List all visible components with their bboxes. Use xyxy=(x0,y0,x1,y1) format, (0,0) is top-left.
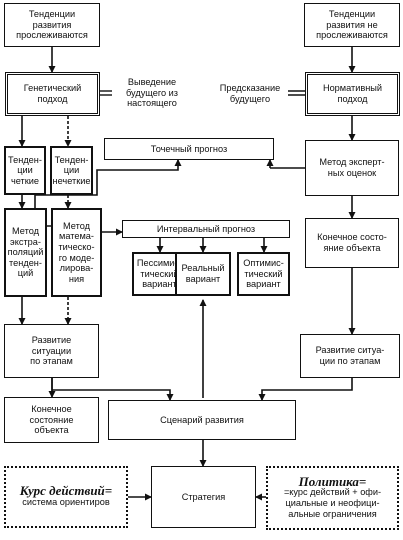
node-extrapolation-method: Метод экстра- поляций тенден- ций xyxy=(4,208,47,297)
arrow-situation-right-to-scenario xyxy=(258,378,353,401)
course-text: система ориентиров xyxy=(22,497,110,507)
node-real-variant: Реальный вариант xyxy=(175,252,231,296)
arrow-extrap-to-point xyxy=(34,159,182,210)
node-course-of-action: Курс действий= система ориентиров xyxy=(4,466,128,528)
node-trends-not-traced: Тенденции развития не прослеживаются xyxy=(304,3,400,47)
node-interval-forecast: Интервальный прогноз xyxy=(122,220,290,238)
node-strategy: Стратегия xyxy=(151,466,256,528)
node-genetic-approach: Генетический подход xyxy=(5,72,100,116)
node-derive-future: Выведение будущего из настоящего xyxy=(112,70,192,116)
course-title: Курс действий= xyxy=(19,483,113,499)
node-math-modeling-method: Метод матема- тическо- го моде- лирова- … xyxy=(51,208,102,297)
node-scenario: Сценарий развития xyxy=(108,400,296,440)
node-predict-future: Предсказание будущего xyxy=(212,72,288,116)
policy-text: =курс действий + офи- циальные и неофици… xyxy=(283,487,382,519)
node-policy: Политика= =курс действий + офи- циальные… xyxy=(266,466,399,530)
node-final-state-right: Конечное состо- яние объекта xyxy=(305,218,399,268)
node-final-state-left: Конечное состояние объекта xyxy=(4,397,99,443)
node-expert-method: Метод эксперт- ных оценок xyxy=(305,140,399,196)
policy-title: Политика= xyxy=(298,473,367,489)
arrow-situation-left-to-scenario xyxy=(51,378,174,401)
node-situation-left: Развитие ситуации по этапам xyxy=(4,324,99,378)
node-trends-traced: Тенденции развития прослеживаются xyxy=(4,3,100,47)
node-situation-right: Развитие ситуа- ции по этапам xyxy=(300,334,400,378)
node-normative-approach: Нормативный подход xyxy=(305,72,400,116)
node-point-forecast: Точечный прогноз xyxy=(104,138,274,160)
node-trends-fuzzy: Тенден- ции нечеткие xyxy=(50,146,93,195)
node-trends-clear: Тенден- ции четкие xyxy=(4,146,46,195)
node-optimistic-variant: Оптимис- тический вариант xyxy=(237,252,290,296)
